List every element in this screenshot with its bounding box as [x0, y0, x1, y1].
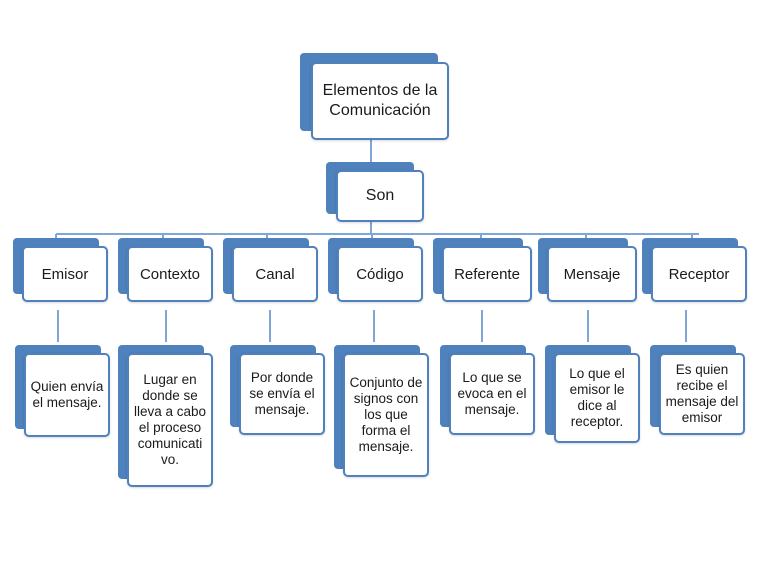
referente-desc: Lo que se evoca en el mensaje.: [449, 353, 535, 435]
mensaje-desc-text: Lo que el emisor le dice al receptor.: [569, 366, 625, 429]
canal-label: Canal: [255, 265, 295, 283]
mensaje-desc: Lo que el emisor le dice al receptor.: [554, 353, 640, 443]
contexto-label: Contexto: [139, 265, 201, 283]
mensaje-node: Mensaje: [547, 246, 637, 302]
referente-desc-text: Lo que se evoca en el mensaje.: [457, 370, 527, 417]
codigo-desc: Conjunto de signos con los que forma el …: [343, 353, 429, 477]
mensaje-label: Mensaje: [563, 265, 621, 283]
referente-node: Referente: [442, 246, 532, 302]
emisor-label: Emisor: [41, 265, 89, 283]
canal-desc: Por donde se envía el mensaje.: [239, 353, 325, 435]
contexto-desc: Lugar en donde se lleva a cabo el proces…: [127, 353, 213, 487]
receptor-label: Receptor: [668, 265, 730, 283]
codigo-node: Código: [337, 246, 423, 302]
receptor-desc-text: Es quien recibe el mensaje del emisor: [665, 362, 739, 425]
receptor-node: Receptor: [651, 246, 747, 302]
son-node: Son: [336, 170, 424, 222]
emisor-desc: Quien envía el mensaje.: [24, 353, 110, 437]
canal-desc-text: Por donde se envía el mensaje.: [249, 370, 315, 417]
contexto-desc-text: Lugar en donde se lleva a cabo el proces…: [133, 372, 207, 467]
referente-label: Referente: [454, 265, 520, 283]
emisor-desc-text: Quien envía el mensaje.: [30, 379, 104, 410]
receptor-desc: Es quien recibe el mensaje del emisor: [659, 353, 745, 435]
contexto-node: Contexto: [127, 246, 213, 302]
emisor-node: Emisor: [22, 246, 108, 302]
codigo-desc-text: Conjunto de signos con los que forma el …: [349, 375, 423, 454]
son-node-label: Son: [365, 187, 395, 204]
canal-node: Canal: [232, 246, 318, 302]
root-node-label: Elementos de la Comunicación: [322, 82, 438, 119]
root-node: Elementos de la Comunicación: [311, 62, 449, 140]
codigo-label: Código: [356, 265, 404, 283]
